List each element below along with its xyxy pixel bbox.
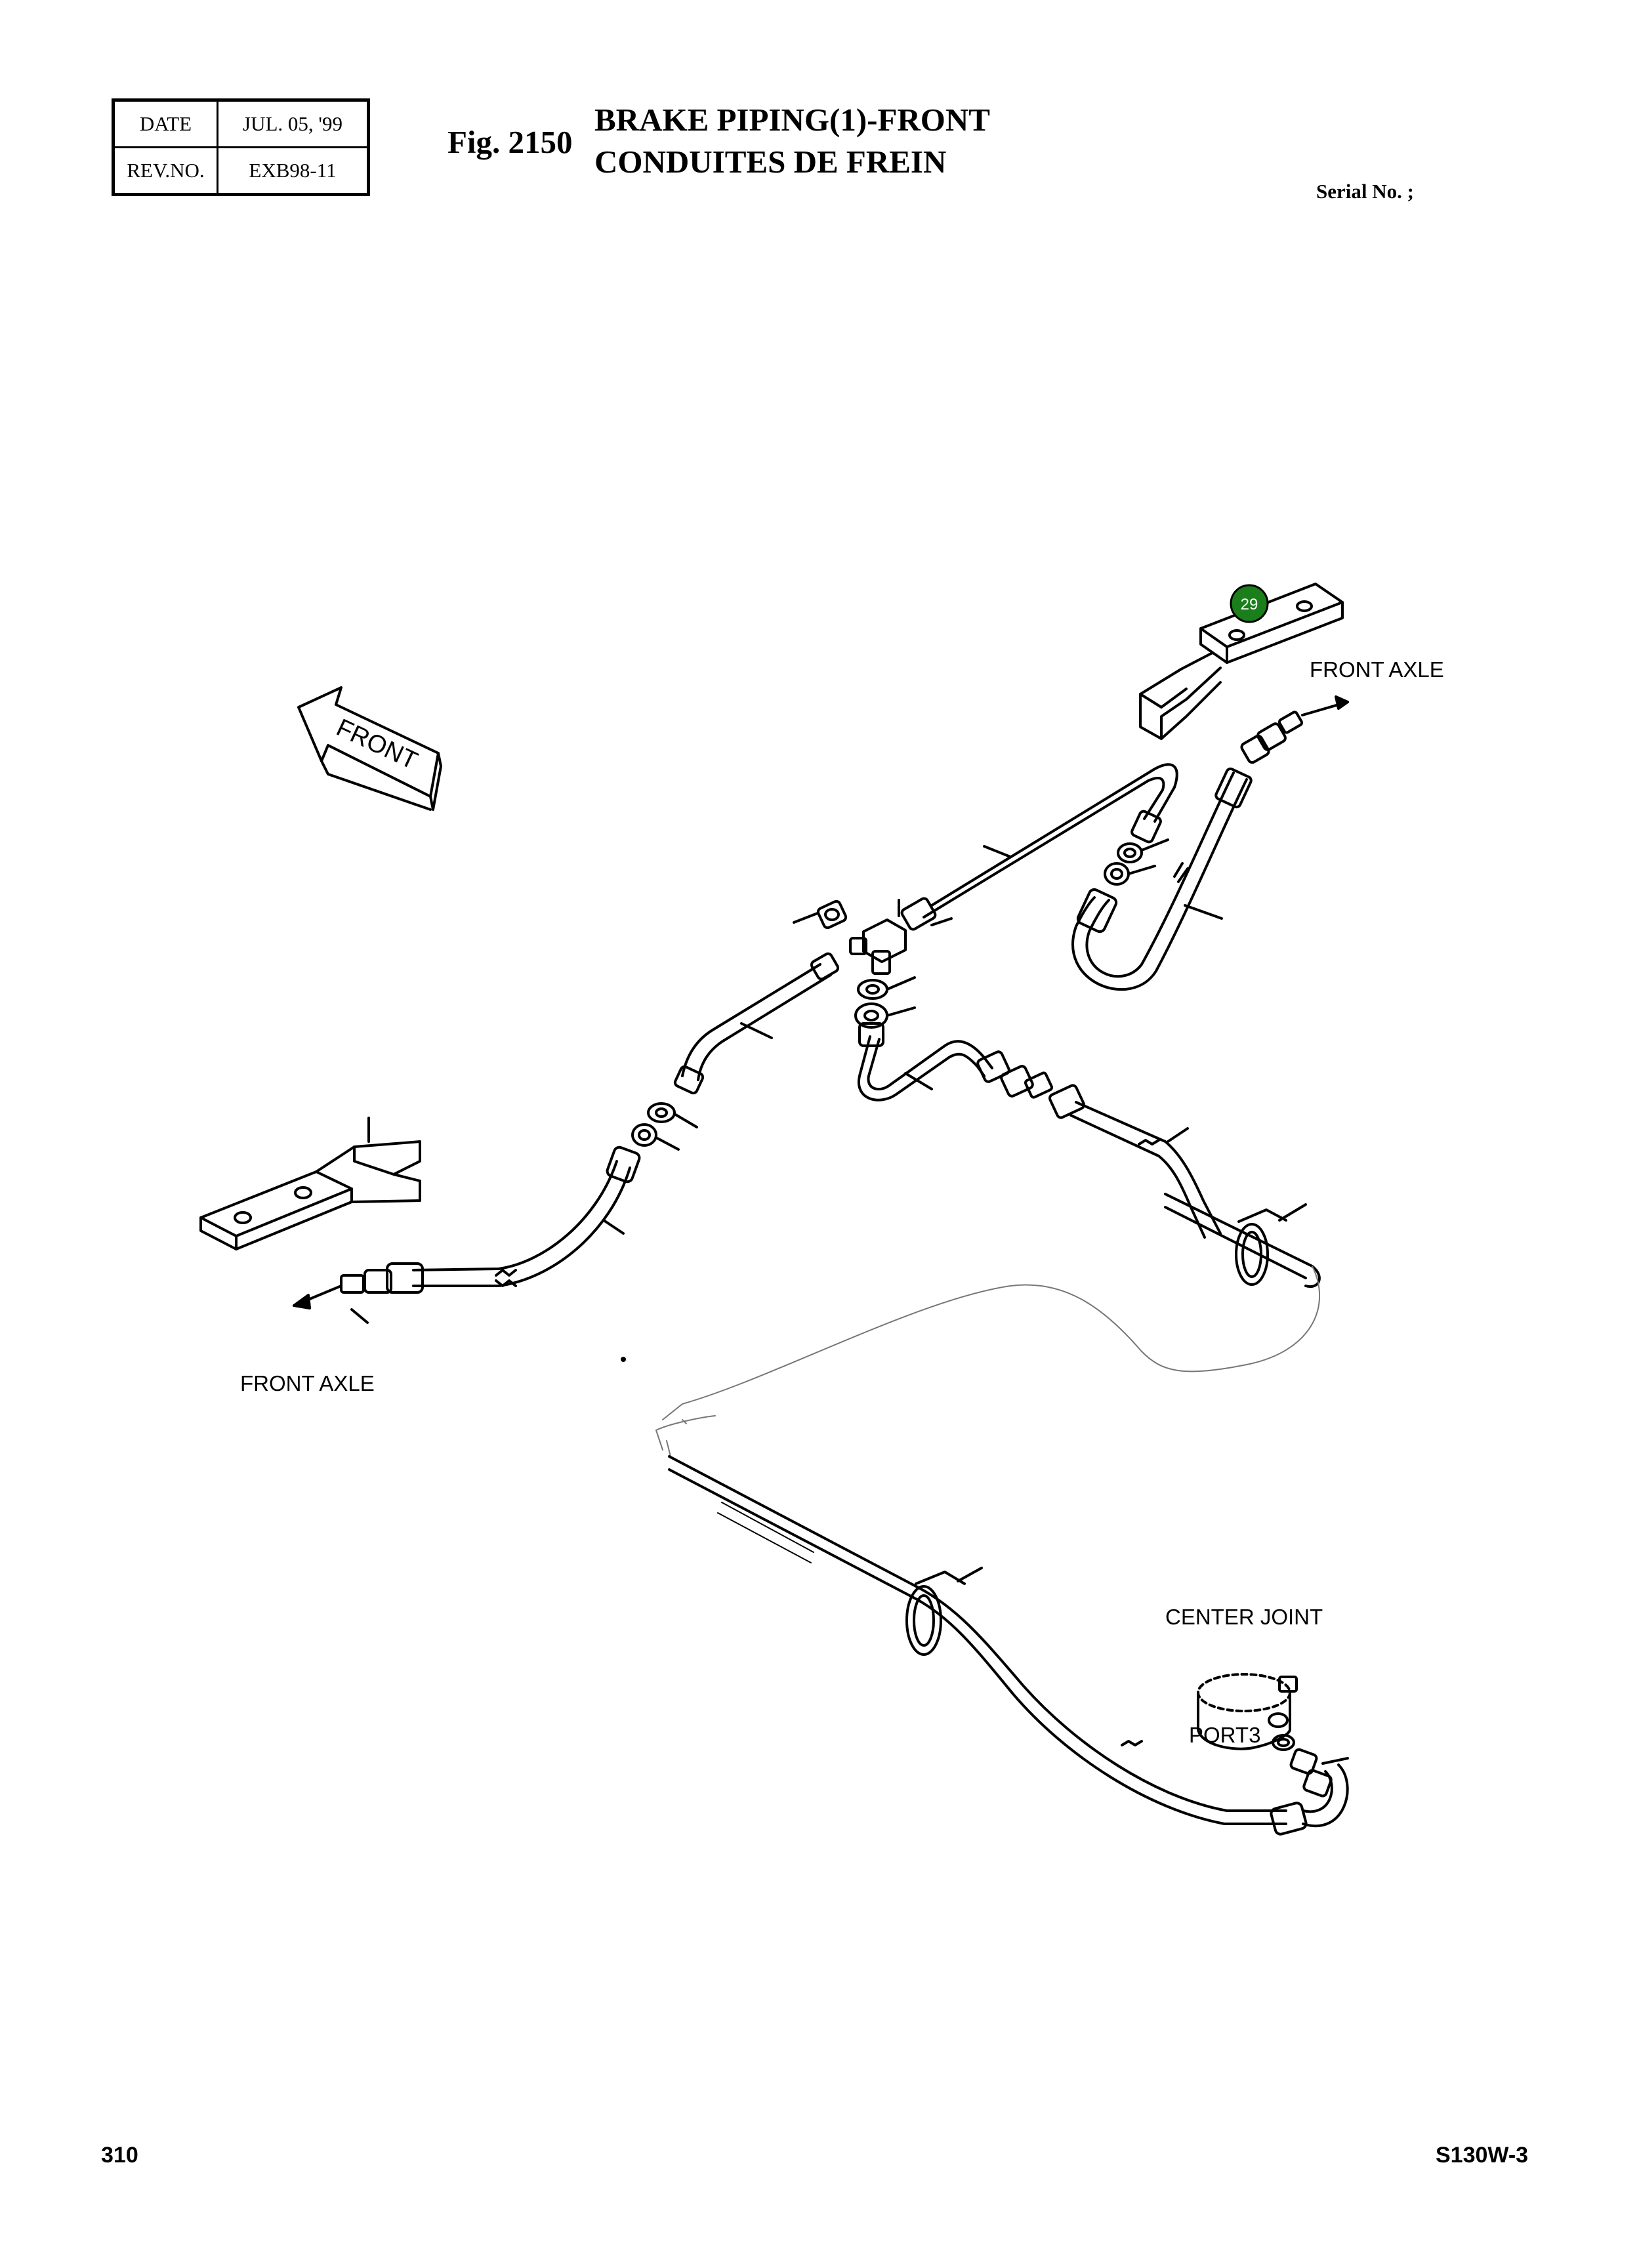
lower-clamp	[905, 1567, 983, 1656]
frame-outline	[655, 1266, 1321, 1457]
center-joint	[1197, 1673, 1349, 1798]
serial-number: Serial No. ;	[1316, 180, 1414, 203]
upper-right-tube	[900, 763, 1178, 931]
date-label: DATE	[112, 99, 218, 148]
figure-number: Fig. 2150	[447, 124, 573, 160]
callout-29: 29	[1230, 584, 1269, 623]
right-hose	[1071, 767, 1253, 991]
left-washers	[631, 1102, 698, 1151]
title-line-1: BRAKE PIPING(1)-FRONT	[594, 102, 990, 138]
left-tube	[673, 952, 840, 1095]
model-number: S130W-3	[1436, 2143, 1529, 2168]
callout-29-number: 29	[1241, 596, 1258, 613]
right-washers	[1104, 838, 1169, 886]
left-bracket	[199, 1117, 421, 1250]
center-washers	[854, 976, 916, 1029]
front-axle-label-right: FRONT AXLE	[1310, 657, 1444, 682]
tee-fitting	[793, 899, 953, 975]
center-joint-label: CENTER JOINT	[1165, 1605, 1323, 1629]
rev-value: EXB98-11	[217, 146, 369, 196]
center-hose	[1000, 1065, 1222, 1239]
date-value: JUL. 05, '99	[217, 99, 369, 148]
title-line-2: CONDUITES DE FREIN	[594, 144, 947, 180]
revision-table: DATE JUL. 05, '99 REV.NO. EXB98-11	[112, 98, 370, 196]
upper-clamp	[1164, 1193, 1321, 1289]
center-tube	[857, 1022, 1010, 1102]
rev-label: REV.NO.	[112, 146, 218, 196]
front-direction-arrow-icon: FRONT	[297, 686, 442, 811]
right-fitting-cluster	[1240, 695, 1349, 764]
left-hose	[293, 1145, 641, 1324]
long-lower-tube	[668, 1455, 1349, 1836]
front-axle-label-left: FRONT AXLE	[240, 1371, 375, 1395]
callout-29-badge	[1230, 584, 1269, 623]
port3-label: PORT3	[1189, 1723, 1261, 1747]
page-number: 310	[101, 2143, 138, 2168]
upper-bracket	[1139, 583, 1344, 740]
